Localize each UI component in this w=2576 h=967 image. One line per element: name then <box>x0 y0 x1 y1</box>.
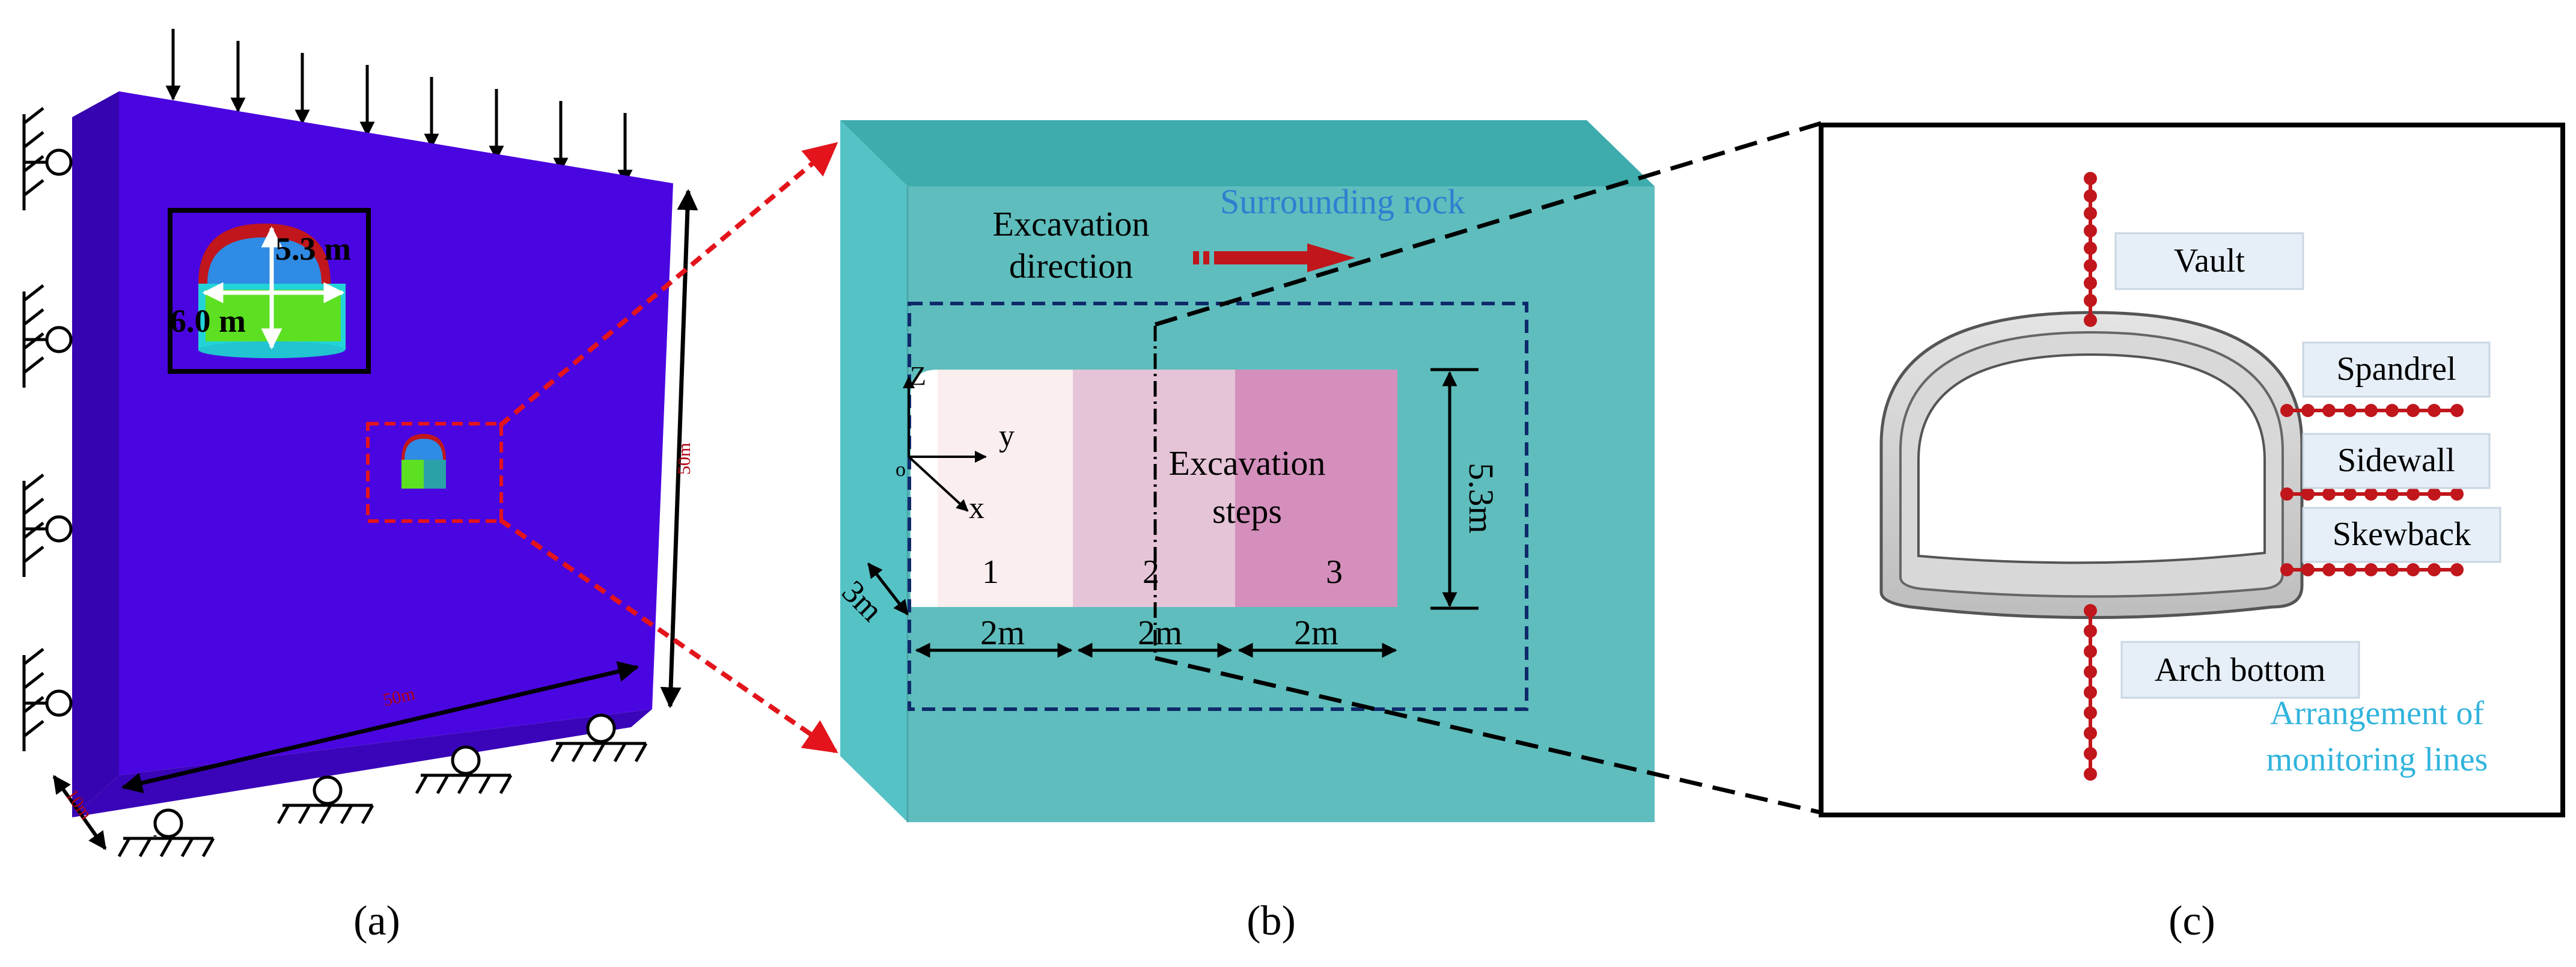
sidewall-label: Sidewall <box>2337 442 2455 479</box>
rock-top-face <box>840 120 1655 186</box>
excavation-step-1 <box>938 370 1073 607</box>
arch-bottom-label-box <box>2120 641 2360 699</box>
vault-label: Vault <box>2174 242 2245 279</box>
left-supports <box>22 107 73 751</box>
axis-y-label: y <box>999 419 1015 453</box>
local-axes <box>903 376 987 512</box>
top-load-arrows <box>165 29 633 185</box>
tunnel-inset-box <box>168 208 371 374</box>
step-number-3: 3 <box>1326 554 1343 591</box>
excavation-steps-line2: steps <box>1212 492 1282 531</box>
step-width-1: 2m <box>980 613 1025 652</box>
legend-line1: Arrangement of <box>2270 695 2484 732</box>
height-dimension-label: 50m <box>674 443 694 475</box>
small-tunnel-highlight-box <box>366 422 503 523</box>
vault-monitoring-points <box>2084 172 2097 327</box>
model-side-face <box>72 91 119 817</box>
excavation-step-3 <box>1235 370 1397 607</box>
tunnel-opening <box>1917 353 2266 564</box>
panel-b: Surrounding rock Excavation direction Z … <box>835 120 1655 944</box>
small-tunnel <box>401 434 446 489</box>
excavation-direction-line2: direction <box>1009 246 1133 285</box>
height-dimension-arrow <box>660 189 698 709</box>
caption-a: (a) <box>353 898 400 944</box>
axis-x-label: x <box>969 491 984 525</box>
spandrel-monitoring-points <box>2280 404 2464 417</box>
step-number-1: 1 <box>982 554 999 591</box>
arch-bottom-monitoring-points <box>2084 604 2097 781</box>
depth-dimension-arrow <box>52 775 107 850</box>
excavation-region-box <box>908 302 1528 711</box>
height-dimension <box>1430 368 1479 610</box>
inset-width-label: 6.0 m <box>170 303 246 339</box>
arch-bottom-label: Arch bottom <box>2155 651 2326 689</box>
axis-z-label: Z <box>910 361 926 391</box>
inset-height-label: 5.3 m <box>275 231 351 267</box>
excavation-steps-line1: Excavation <box>1169 444 1326 483</box>
zoom-connectors-b-c <box>1154 121 1822 815</box>
caption-b: (b) <box>1247 898 1296 944</box>
skewback-monitoring-points <box>2280 563 2464 576</box>
legend-line2: monitoring lines <box>2266 741 2488 778</box>
sidewall-label-box <box>2302 433 2491 489</box>
spandrel-label-box <box>2302 341 2491 398</box>
height-dimension-value: 5.3m <box>1462 463 1501 534</box>
offset-dimension-arrow <box>867 563 909 615</box>
model-front-face <box>119 91 673 775</box>
tunnel-inset-model <box>198 224 346 358</box>
step-width-3: 2m <box>1294 613 1338 652</box>
step-width-2: 2m <box>1138 613 1182 652</box>
width-dimension-arrow <box>121 661 639 793</box>
caption-c: (c) <box>2169 898 2215 944</box>
sidewall-monitoring-points <box>2280 487 2464 501</box>
skewback-label: Skewback <box>2333 516 2471 553</box>
excavation-direction-line1: Excavation <box>993 204 1150 243</box>
step-number-2: 2 <box>1143 554 1159 591</box>
skewback-label-box <box>2302 507 2501 563</box>
spandrel-label: Spandrel <box>2336 350 2456 388</box>
panel-a: 5.3 m 6.0 m 50m 50m 10m (a) <box>22 29 698 944</box>
rock-side-face <box>840 120 908 822</box>
panel-c: Vault Spandrel Sidewall Skewback Arch bo… <box>1819 123 2565 944</box>
tunnel-entrance <box>911 370 938 607</box>
excavation-direction-arrow <box>1193 243 1355 272</box>
zoom-connectors-a-b <box>498 142 838 754</box>
surrounding-rock-label: Surrounding rock <box>1220 182 1465 221</box>
axis-origin-label: o <box>896 459 906 481</box>
vault-label-box <box>2114 232 2304 290</box>
